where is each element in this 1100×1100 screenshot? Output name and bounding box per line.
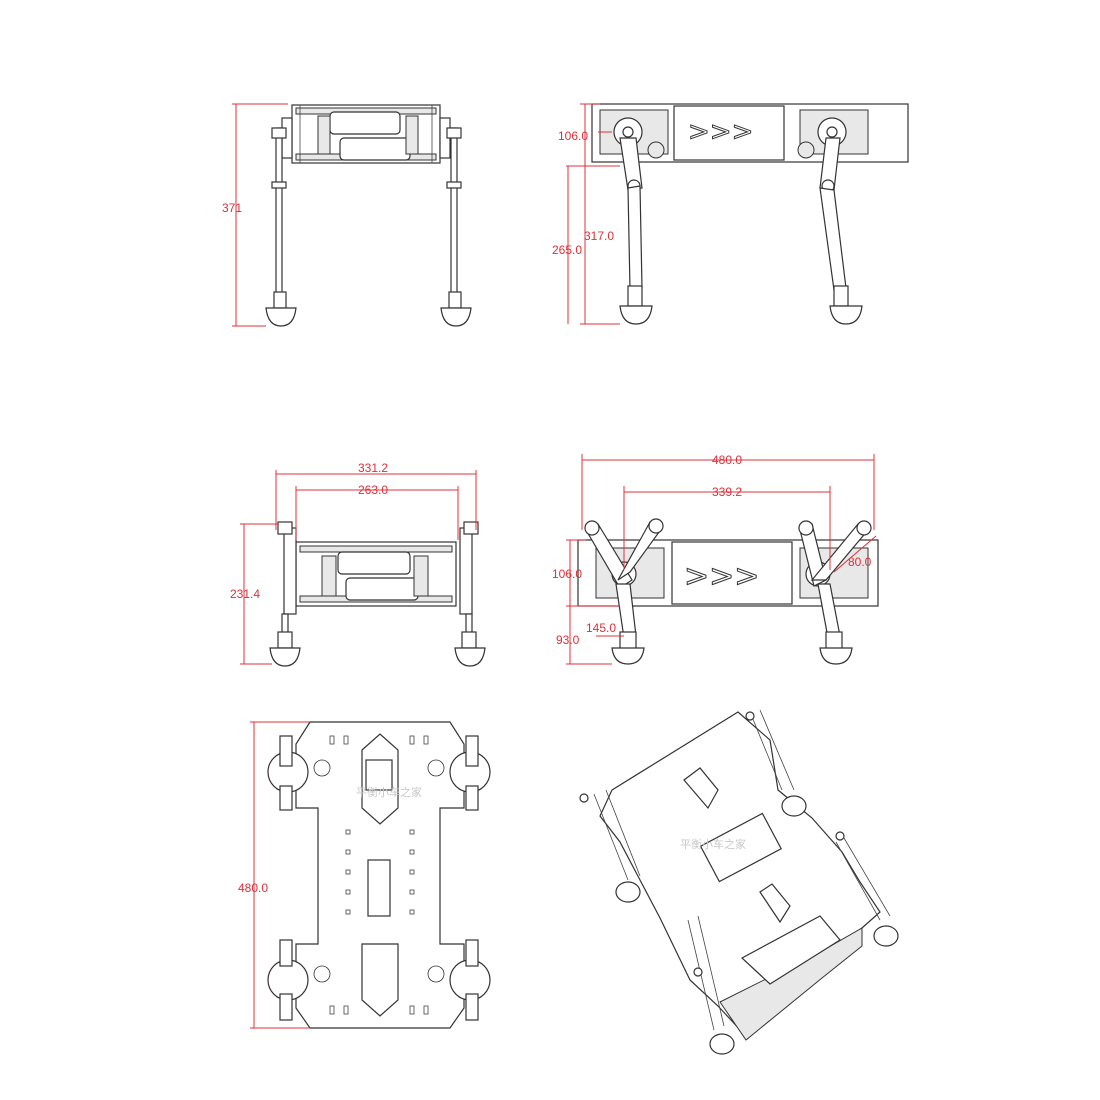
dim-side-body-height: 106.0: [558, 129, 588, 143]
dim-front-stance-height: 231.4: [230, 587, 260, 601]
side-view-tall: >>> 106.0 317.0 265.0: [552, 103, 909, 325]
side-view-stance: >>> 480.0: [552, 453, 879, 665]
dim-side-leg-reach: 145.0: [586, 621, 616, 635]
dim-side-foot-height: 93.0: [556, 633, 580, 647]
front-view-tall: 371: [222, 103, 472, 327]
top-plate-view: 平衡小车之家 480.0: [238, 721, 491, 1029]
dim-front-outer-width: 331.2: [358, 461, 388, 475]
svg-text:>>>: >>>: [688, 117, 753, 147]
dim-side-hip-spacing: 339.2: [712, 485, 742, 499]
dim-front-inner-width: 263.0: [358, 483, 388, 497]
isometric-view: 平衡小车之家: [579, 709, 899, 1055]
dim-side-joint-label: 80.0: [848, 555, 872, 569]
plate-watermark: 平衡小车之家: [356, 785, 422, 799]
dim-side-leg-height: 265.0: [552, 243, 582, 257]
dim-side-total-height: 317.0: [584, 229, 614, 243]
dim-plate-length: 480.0: [238, 881, 268, 895]
front-view-stance: 331.2 263.0 231.4: [230, 461, 486, 667]
dim-front-height: 371: [222, 201, 242, 215]
svg-text:>>>: >>>: [684, 559, 759, 594]
dim-side-stance-body-height: 106.0: [552, 567, 582, 581]
isometric-watermark: 平衡小车之家: [680, 837, 746, 851]
dim-side-overall-length: 480.0: [712, 453, 742, 467]
